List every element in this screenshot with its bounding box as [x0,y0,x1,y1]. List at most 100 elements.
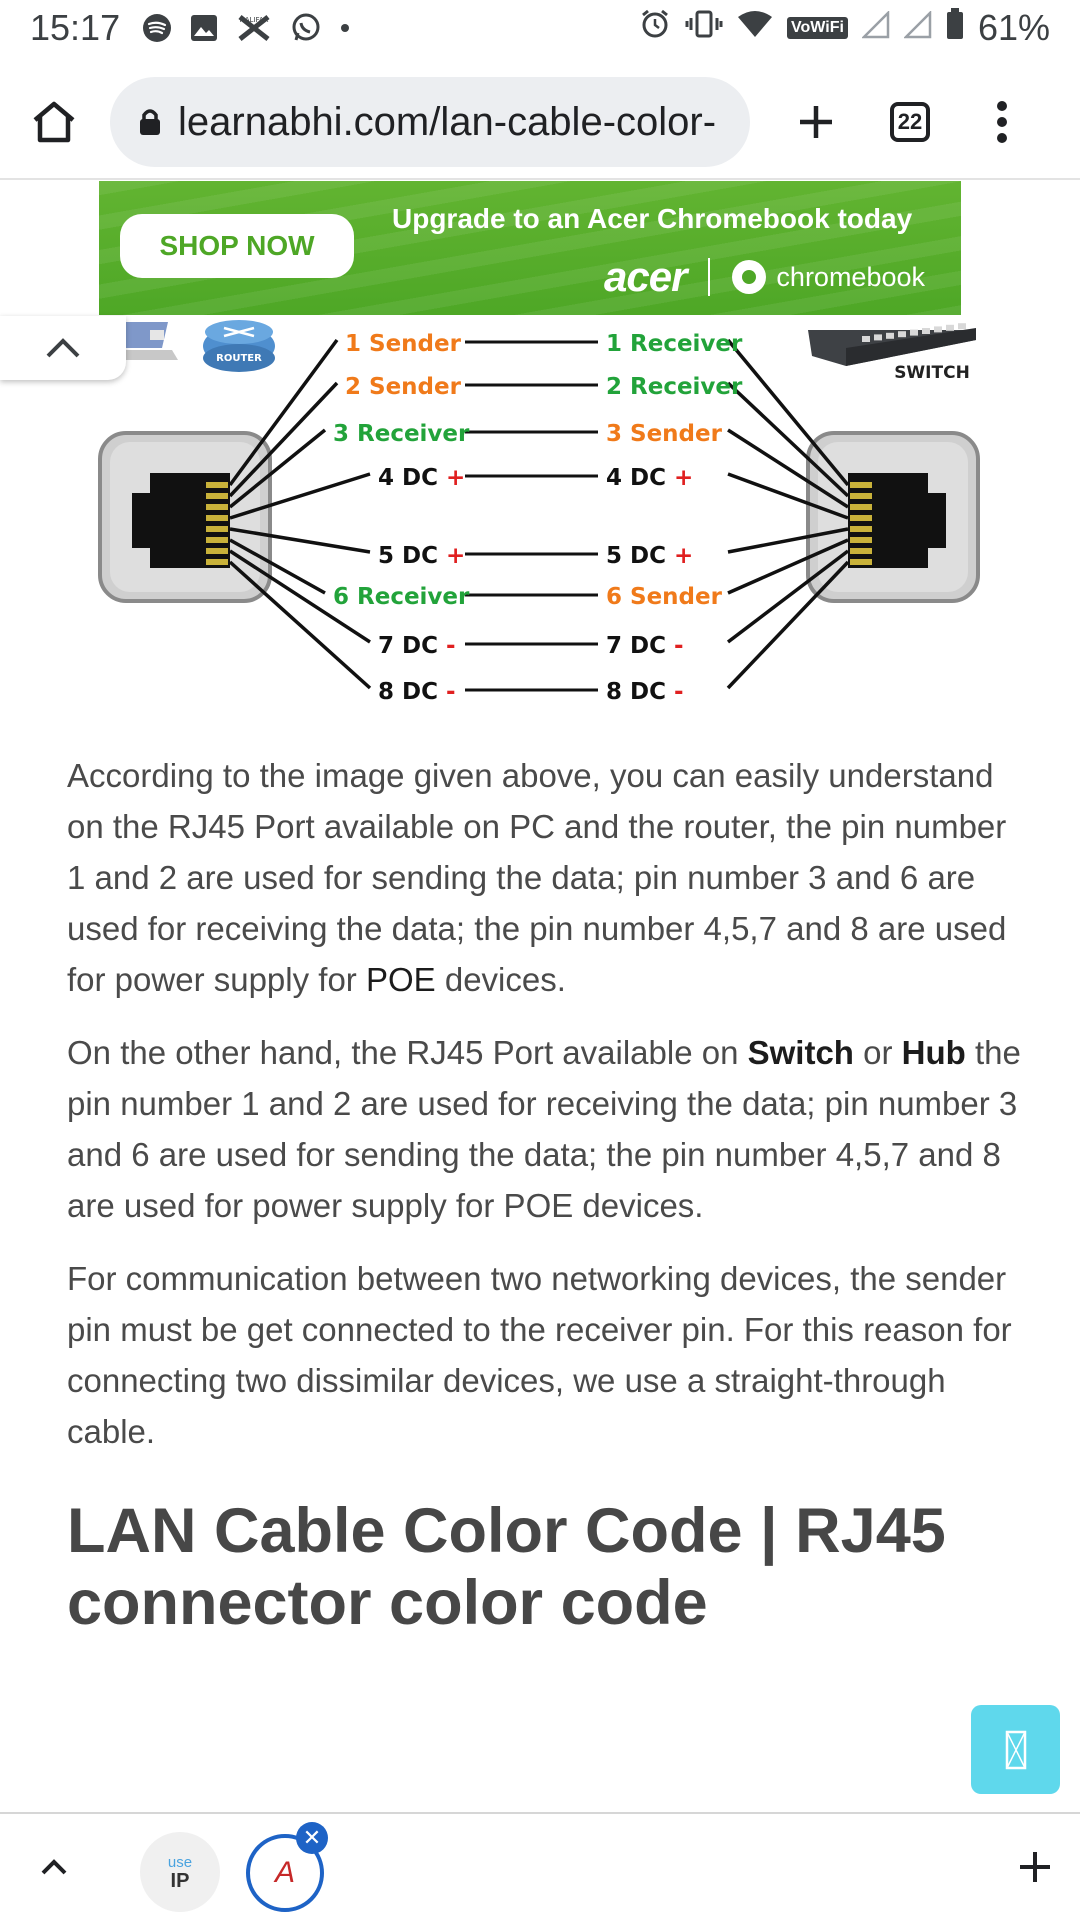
right-contact [850,493,872,499]
left-pin-label: 3 Receiver [333,421,470,447]
dot-icon [340,23,350,33]
status-bar: 15:17 HALIFAX VoWiFi [0,0,1080,56]
wire-left [228,428,327,509]
close-icon[interactable]: ✕ [296,1822,328,1854]
home-icon [33,101,75,143]
floating-action-button[interactable] [971,1705,1060,1794]
plus-icon [1020,1852,1050,1882]
alarm-icon [639,8,671,49]
bottom-toolbar: use IP A ✕ [0,1812,1080,1920]
vowifi-badge: VoWiFi [787,17,848,39]
partial-subheading: There are three types of LAN Cables [67,1796,997,1810]
wires-group [228,338,850,692]
useip-top-text: use [167,1854,193,1871]
wire-right [726,560,850,690]
router-icon: ROUTER [203,320,275,372]
p2-text-b: the pin number 1 and 2 are used for rece… [67,1034,1021,1224]
left-pin-label: 7 DC - [378,633,456,659]
right-pin-label: 6 Sender [606,584,723,610]
battery-icon [946,7,964,49]
ad-headline: Upgrade to an Acer Chromebook today [392,203,913,234]
wire-left [228,381,339,498]
address-bar[interactable]: learnabhi.com/lan-cable-color- [110,77,750,167]
placeholder-glyph-icon [1005,1730,1026,1769]
ad-banner[interactable]: SHOP NOW Upgrade to an Acer Chromebook t… [99,181,961,315]
wire-right [727,538,849,595]
left-contact [206,548,228,554]
bottom-expand-button[interactable] [0,1813,108,1920]
tab-switcher-button[interactable]: 22 [864,76,956,168]
wire-right [726,549,850,644]
spotify-icon [142,13,172,43]
wire-right [727,472,849,520]
url-text: learnabhi.com/lan-cable-color- [178,99,717,144]
signal-icon-2 [902,9,932,48]
wire-left [229,472,371,520]
right-contact [850,526,872,532]
right-pin-label: 4 DC + [606,465,693,491]
left-pin-label: 8 DC - [378,679,456,705]
left-contact [206,493,228,499]
right-contact [850,515,872,521]
paragraph-2: On the other hand, the RJ45 Port availab… [67,1027,1027,1231]
right-rj45-port [806,431,980,603]
menu-button[interactable] [956,76,1048,168]
switch-port [862,336,870,342]
left-pin-label: 2 Sender [345,374,462,400]
switch-port [958,323,966,330]
gallery-icon [190,14,218,42]
chromebook-label: chromebook [776,261,926,292]
ad-shop-now-button[interactable]: SHOP NOW [120,214,354,278]
left-rj45-port [98,431,272,603]
halifax-label: HALIFAX [240,16,269,24]
switch-port [910,329,918,336]
a-extension-label: A [274,1856,295,1889]
chrome-icon [732,260,767,294]
right-pin-label: 8 DC - [606,679,684,705]
browser-toolbar: learnabhi.com/lan-cable-color- 22 [0,64,1080,180]
right-contact [850,504,872,510]
section-heading: LAN Cable Color Code | RJ45 connector co… [67,1496,946,1638]
left-pin-label: 4 DC + [378,465,465,491]
wire-right [727,527,849,554]
right-pin-label: 1 Receiver [606,331,743,357]
switch-port [874,334,882,341]
left-contact [206,515,228,521]
left-contact [206,482,228,488]
right-contact [850,537,872,543]
battery-percent: 61% [977,7,1050,48]
right-contact [850,559,872,565]
paragraph-3: For communication between two networking… [67,1260,1012,1450]
right-pin-label: 5 DC + [606,543,693,569]
scroll-up-button[interactable] [0,316,126,380]
home-button[interactable] [8,76,100,168]
bottom-add-button[interactable] [1000,1832,1070,1902]
halifax-icon: HALIFAX [236,13,272,43]
useip-bottom-text: IP [170,1870,190,1892]
whatsapp-icon [290,12,322,44]
chevron-up-icon [46,338,80,358]
new-tab-button[interactable] [770,76,862,168]
switch-port [922,328,930,334]
switch-label: SWITCH [894,363,970,383]
more-vert-icon [997,101,1007,143]
plus-icon [800,106,832,138]
left-contact [206,537,228,543]
status-right: VoWiFi 61% [639,7,1050,49]
a-extension-button[interactable]: A [246,1834,324,1912]
useip-extension-button[interactable]: use IP [140,1832,220,1912]
right-contact [850,482,872,488]
wifi-icon [737,9,773,48]
switch-icon: SWITCH [808,323,976,383]
wire-left [229,549,371,644]
wire-left [228,338,339,487]
wire-left [229,527,371,554]
vibrate-icon [685,9,723,48]
wire-left [229,538,326,595]
switch-port [934,326,942,333]
switch-port [946,324,954,331]
lock-icon [138,107,162,137]
wire-right [727,428,849,509]
